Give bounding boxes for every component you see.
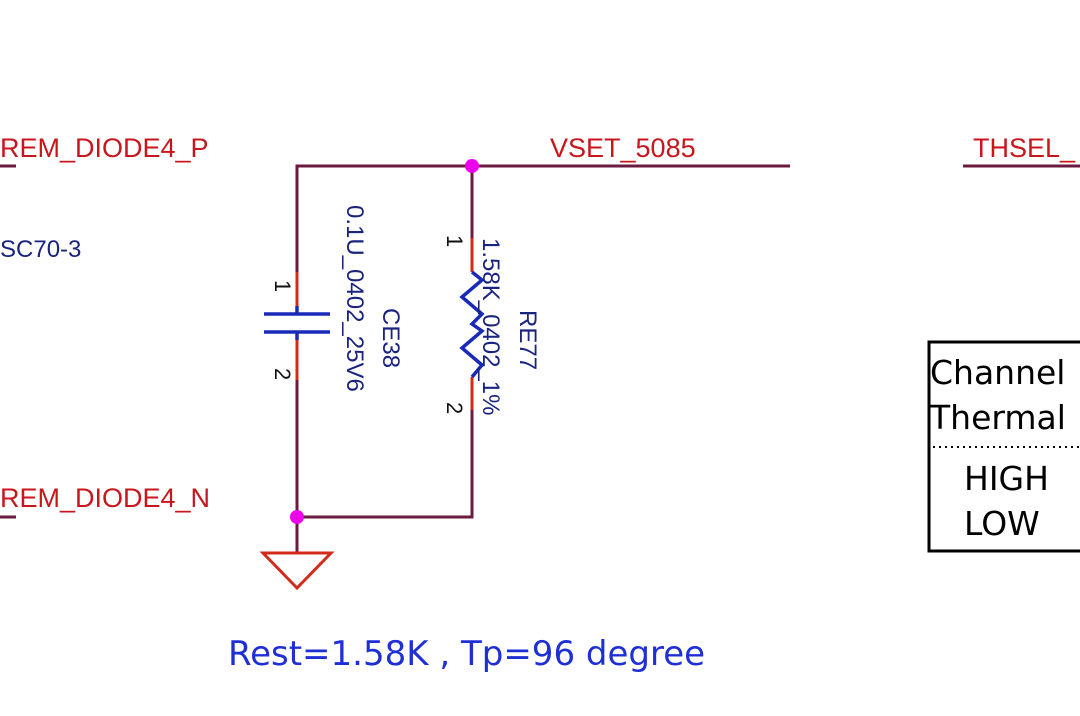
net-label-vset: VSET_5085 [550, 133, 696, 163]
cap-pin2: 2 [270, 368, 295, 380]
capacitor-ce38[interactable] [264, 272, 330, 380]
res-pin1: 1 [442, 235, 467, 247]
net-label-thsel: THSEL_ [973, 133, 1076, 163]
resistor-re77[interactable] [459, 238, 485, 410]
resistor-zigzag-icon [459, 270, 485, 379]
junction-dot [465, 159, 479, 173]
table-row-high: HIGH [964, 459, 1049, 498]
cap-pin1: 1 [270, 280, 295, 292]
package-label: SC70-3 [0, 236, 81, 263]
res-value: 1.58K_0402_1% [477, 238, 504, 416]
table-header-channel: Channel [930, 353, 1065, 392]
design-note: Rest=1.58K , Tp=96 degree [228, 634, 705, 674]
cap-value: 0.1U_0402_25V6 [341, 205, 368, 392]
thermal-table-box [927, 340, 1080, 553]
net-label-rem-diode-p: REM_DIODE4_P [0, 133, 209, 163]
net-label-rem-diode-n: REM_DIODE4_N [0, 483, 210, 513]
junction-dot [290, 510, 304, 524]
cap-ref: CE38 [377, 308, 404, 368]
table-header-thermal: Thermal [929, 398, 1066, 437]
res-ref: RE77 [514, 310, 541, 370]
wire-vset [295, 164, 790, 272]
wire-gnd-net [295, 380, 474, 519]
table-row-low: LOW [964, 504, 1040, 543]
res-pin2: 2 [442, 402, 467, 414]
ground-icon [259, 551, 335, 591]
